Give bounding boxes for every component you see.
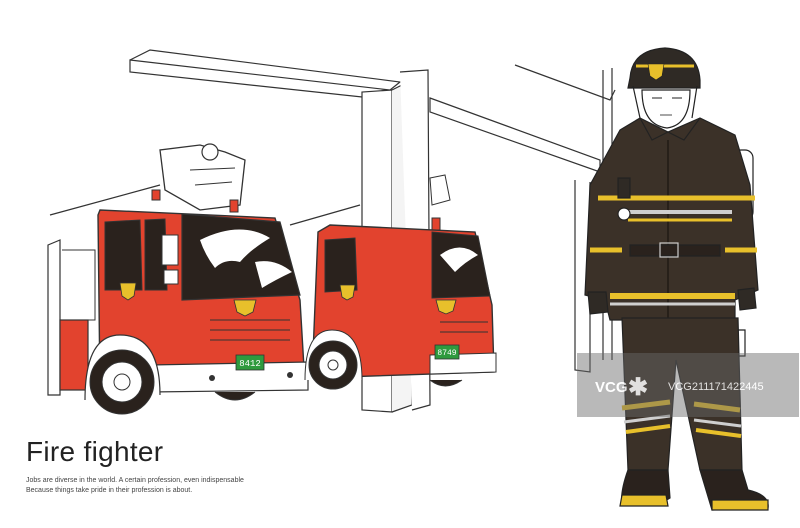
- caption-block: Fire fighter Jobs are diverse in the wor…: [26, 436, 346, 496]
- watermark-id: VCG211171422445: [668, 381, 764, 393]
- watermark: VCG ✱ VCG211171422445: [577, 353, 799, 417]
- fire-truck-front: 8412: [47, 143, 309, 415]
- caption-line-1: Jobs are diverse in the world. A certain…: [26, 477, 244, 484]
- truck-front-plate: 8412: [239, 359, 261, 369]
- firefighter-figure: [584, 47, 769, 511]
- caption-title: Fire fighter: [26, 436, 164, 467]
- truck-back-plate: 8749: [437, 349, 456, 358]
- fire-truck-back: 8749: [304, 174, 497, 390]
- watermark-logo-icon: ✱: [628, 374, 648, 401]
- caption-line-2: Because things take pride in their profe…: [26, 487, 193, 494]
- watermark-brand: VCG: [595, 379, 628, 396]
